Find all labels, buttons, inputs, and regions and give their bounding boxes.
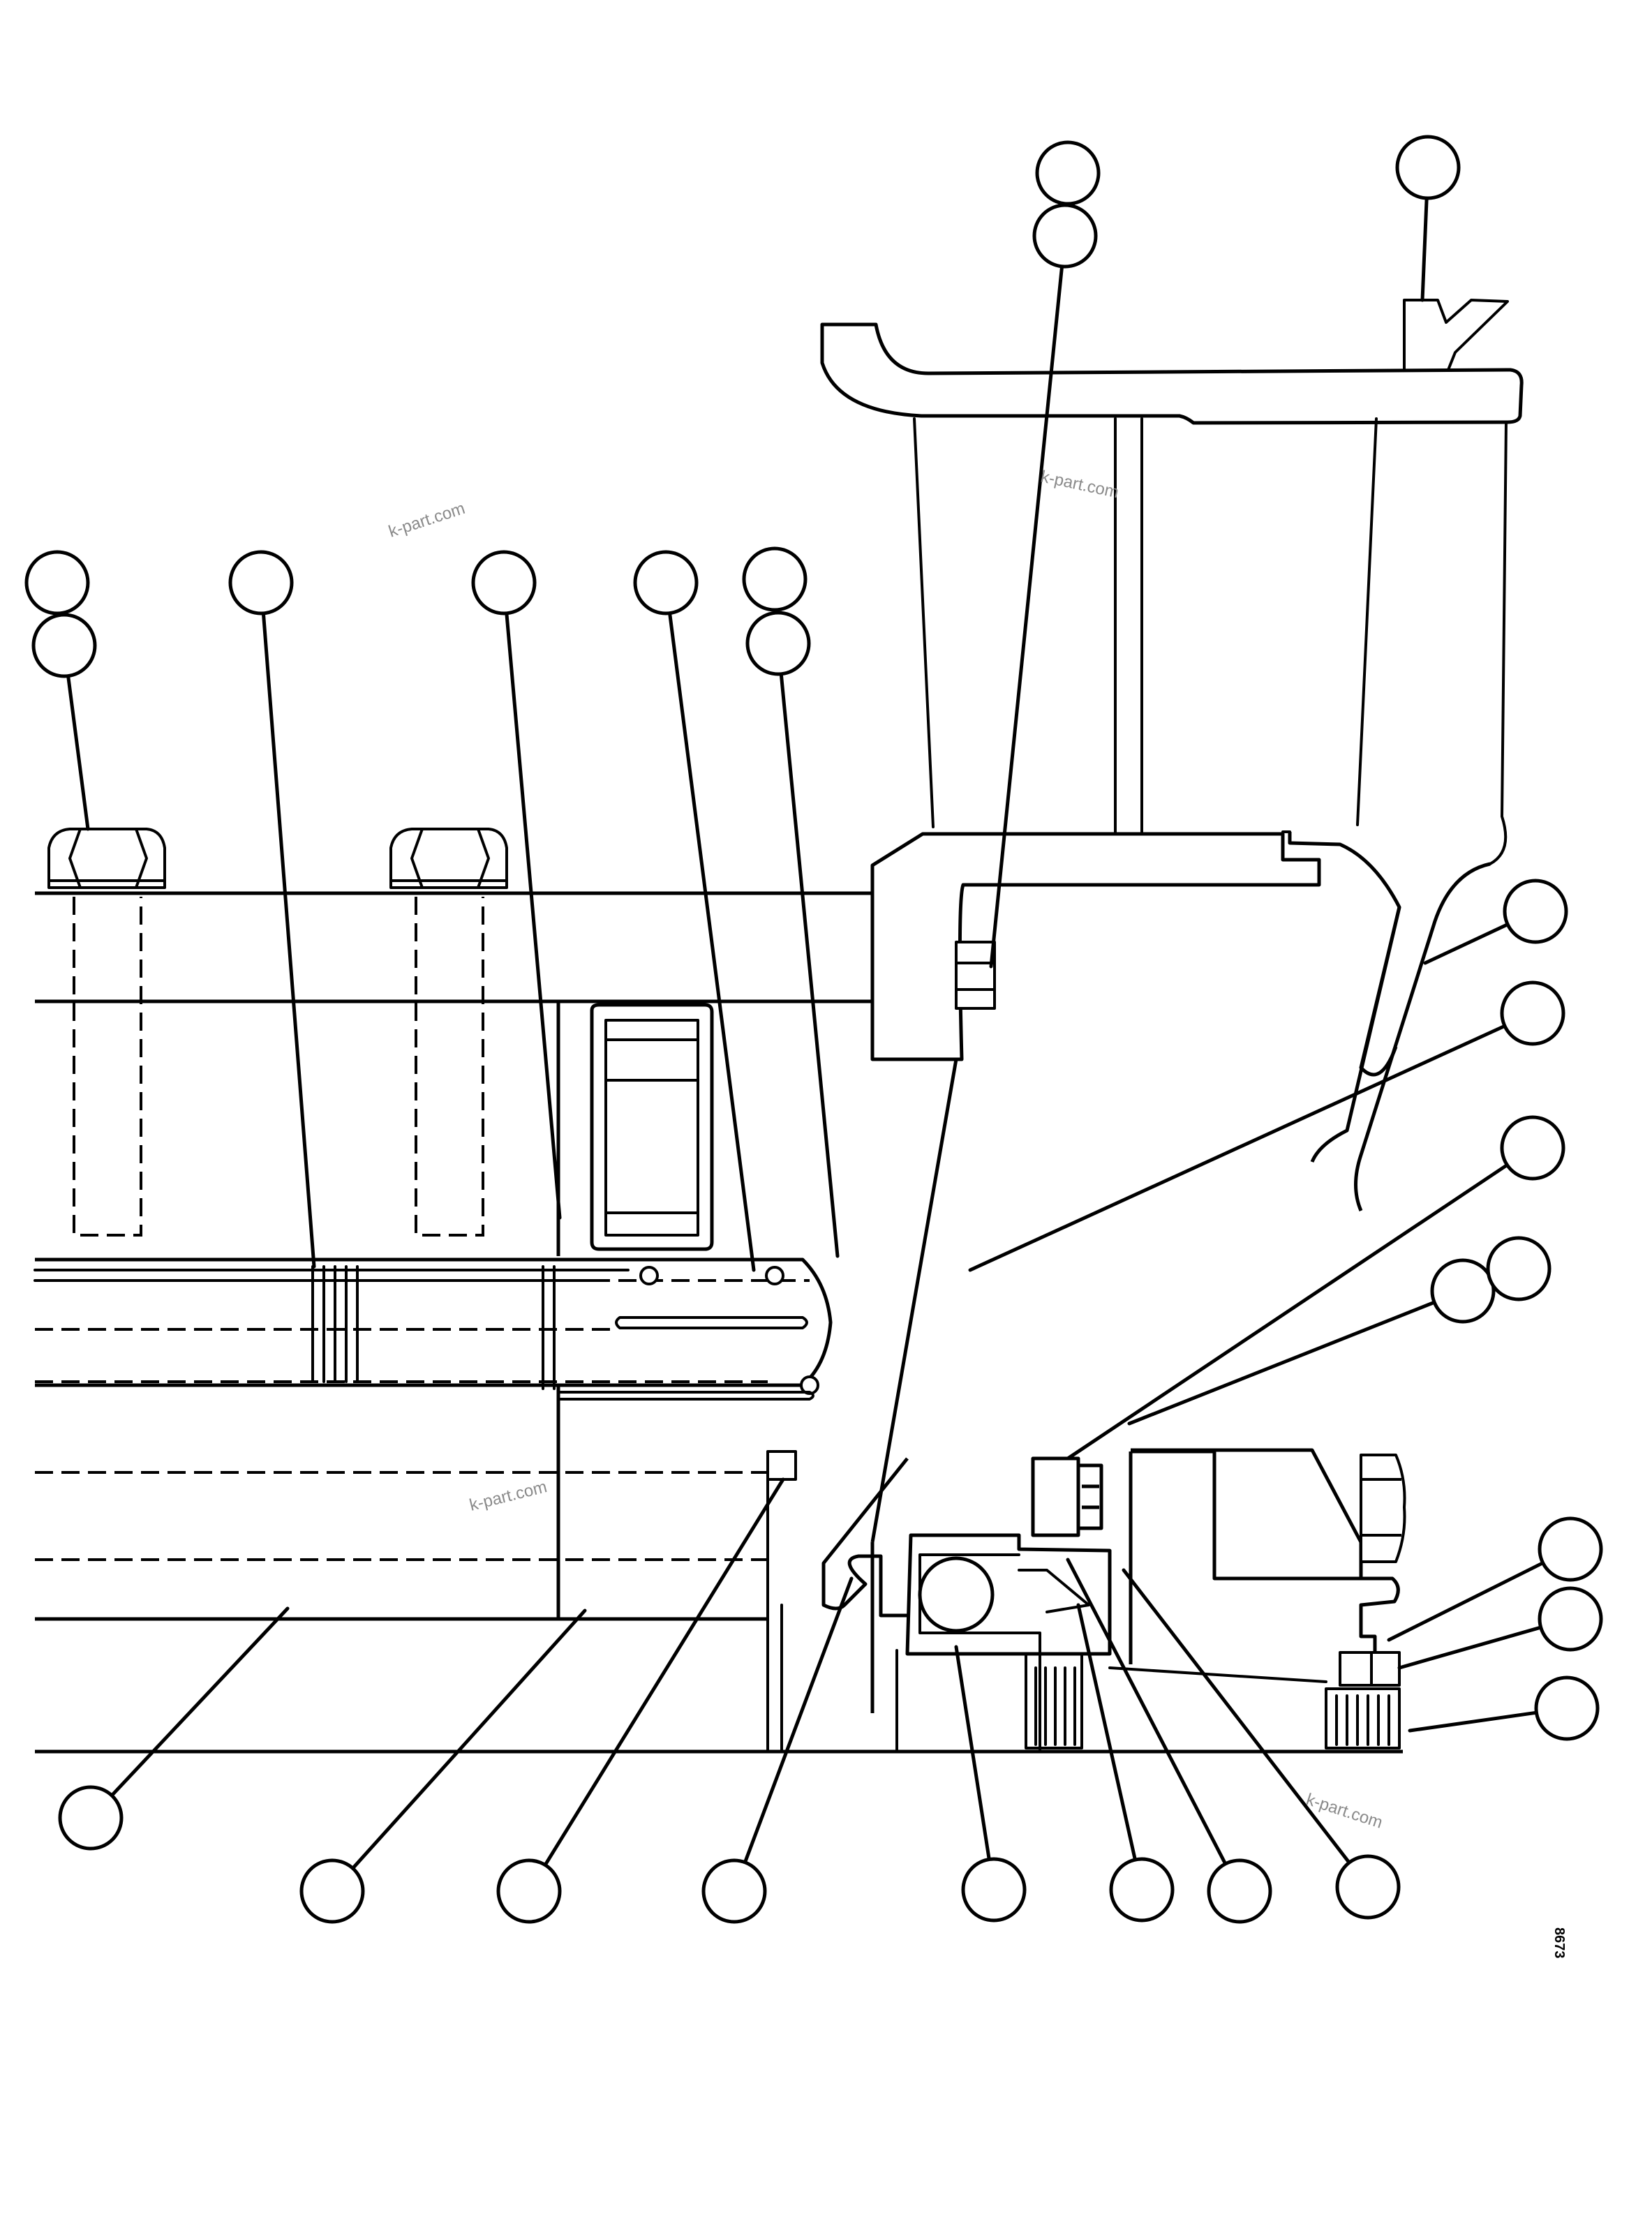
snap-ring-dot-2 <box>765 1266 784 1285</box>
callout-bubble-23 <box>961 1857 1027 1923</box>
callout-bubble-13 <box>1500 1115 1565 1181</box>
leader-line-3 <box>1420 196 1429 302</box>
leader-line-13 <box>1066 1163 1509 1461</box>
housing-lower-right <box>1129 1448 1363 1664</box>
stud-right-hidden <box>415 897 484 1237</box>
callout-bubble-24 <box>1109 1857 1175 1923</box>
leader-line-21 <box>543 1477 785 1867</box>
leader-line-19 <box>110 1606 290 1798</box>
watermark-2: k-part.com <box>1039 467 1120 502</box>
leader-line-14 <box>1127 1300 1436 1426</box>
housing-right-arm-edge <box>1281 830 1291 844</box>
leader-line-12 <box>968 1024 1507 1272</box>
seal-lip <box>821 1457 909 1618</box>
drawing-code: 8673 <box>1551 1927 1567 1959</box>
callout-bubble-17 <box>1538 1586 1603 1652</box>
cover-plate <box>35 891 872 1003</box>
callout-bubble-18 <box>1534 1675 1600 1741</box>
callout-bubble-21 <box>496 1858 562 1924</box>
snap-ring-dot-1 <box>639 1266 659 1285</box>
bearing-outer <box>905 1533 1112 1656</box>
leader-line-6 <box>261 611 316 1269</box>
leader-line-25 <box>1066 1558 1228 1866</box>
leader-line-2 <box>989 264 1064 969</box>
right-end-step <box>1359 1576 1400 1652</box>
flange-nut-left <box>47 828 166 889</box>
leader-line-22 <box>743 1576 854 1865</box>
callout-bubble-4 <box>24 550 90 615</box>
callout-bubble-2 <box>1032 203 1098 269</box>
right-nut <box>1360 1454 1406 1563</box>
leader-line-5 <box>66 674 90 831</box>
lifting-eye <box>1403 299 1509 371</box>
leader-lines <box>66 196 1545 1870</box>
callout-bubble-12 <box>1500 980 1565 1046</box>
callout-bubble-7 <box>471 550 537 615</box>
watermark-3: k-part.com <box>468 1477 549 1515</box>
shaft-keyway-left <box>34 1269 630 1282</box>
bearing-inner-race <box>1018 1569 1090 1753</box>
housing-top-flange <box>820 322 1524 425</box>
retainer-strip <box>557 1391 814 1401</box>
leader-line-17 <box>1397 1625 1543 1670</box>
callout-bubble-22 <box>701 1858 767 1924</box>
housing-rib <box>1114 417 1143 835</box>
callout-bubble-19 <box>58 1785 124 1851</box>
housing-wall-outer <box>1489 421 1508 865</box>
right-lock-teeth <box>1325 1687 1401 1749</box>
shaft-slot <box>615 1316 808 1329</box>
housing-right-arm-outer <box>1354 862 1491 1211</box>
callout-bubble-26 <box>1335 1854 1401 1920</box>
callout-bubble-25 <box>1207 1858 1272 1924</box>
part-outlines <box>34 299 1524 1754</box>
leader-line-26 <box>1122 1568 1351 1865</box>
leader-line-7 <box>505 611 562 1220</box>
cone-line <box>1108 1666 1327 1683</box>
stud-left-hidden <box>73 897 142 1237</box>
leader-line-10 <box>779 672 840 1258</box>
housing-right-arm-inner <box>1310 906 1401 1163</box>
seal-block <box>1031 1456 1103 1537</box>
watermark-4: k-part.com <box>1304 1790 1385 1832</box>
callout-bubble-3 <box>1395 135 1461 200</box>
callout-bubble-1 <box>1035 140 1101 206</box>
callout-bubble-10 <box>745 611 811 676</box>
leader-line-20 <box>350 1608 587 1870</box>
watermark-1: k-part.com <box>387 499 468 542</box>
callout-bubble-14 <box>1430 1258 1496 1324</box>
seal-sleeve <box>766 1450 797 1753</box>
leader-line-23 <box>954 1645 991 1862</box>
leader-line-8 <box>668 611 756 1272</box>
housing-wall-left <box>913 417 935 828</box>
bolt-head-hex <box>955 941 996 1010</box>
callout-bubble-9 <box>742 546 808 612</box>
shaft-hidden-lines <box>35 1279 810 1561</box>
callout-bubble-16 <box>1538 1516 1603 1582</box>
bearing-ball <box>918 1556 995 1633</box>
housing-right-arm <box>1288 832 1401 1077</box>
shaft-end-cap <box>35 1257 833 1387</box>
main-body-outline <box>556 1001 958 1713</box>
housing-wall-right <box>1356 417 1378 826</box>
leader-line-11 <box>1423 923 1510 965</box>
right-spacer <box>1339 1651 1401 1687</box>
leader-line-18 <box>1408 1710 1538 1733</box>
callout-bubble-6 <box>228 550 294 615</box>
callout-bubble-8 <box>633 550 699 615</box>
window-inner <box>604 1019 699 1237</box>
callout-bubble-11 <box>1503 879 1568 944</box>
callout-bubble-20 <box>299 1858 365 1924</box>
flange-nut-right <box>389 828 508 889</box>
callout-bubble-5 <box>31 613 97 678</box>
housing-ledge <box>870 832 1321 1061</box>
spline-lines <box>311 1265 556 1390</box>
base-lines <box>35 1617 1403 1754</box>
leader-line-16 <box>1387 1561 1545 1642</box>
callout-bubble-15 <box>1486 1236 1551 1301</box>
window-frame <box>590 1003 714 1251</box>
callout-bubbles <box>24 135 1603 1924</box>
leader-line-24 <box>1076 1603 1137 1862</box>
lock-nut-teeth <box>1025 1652 1083 1749</box>
